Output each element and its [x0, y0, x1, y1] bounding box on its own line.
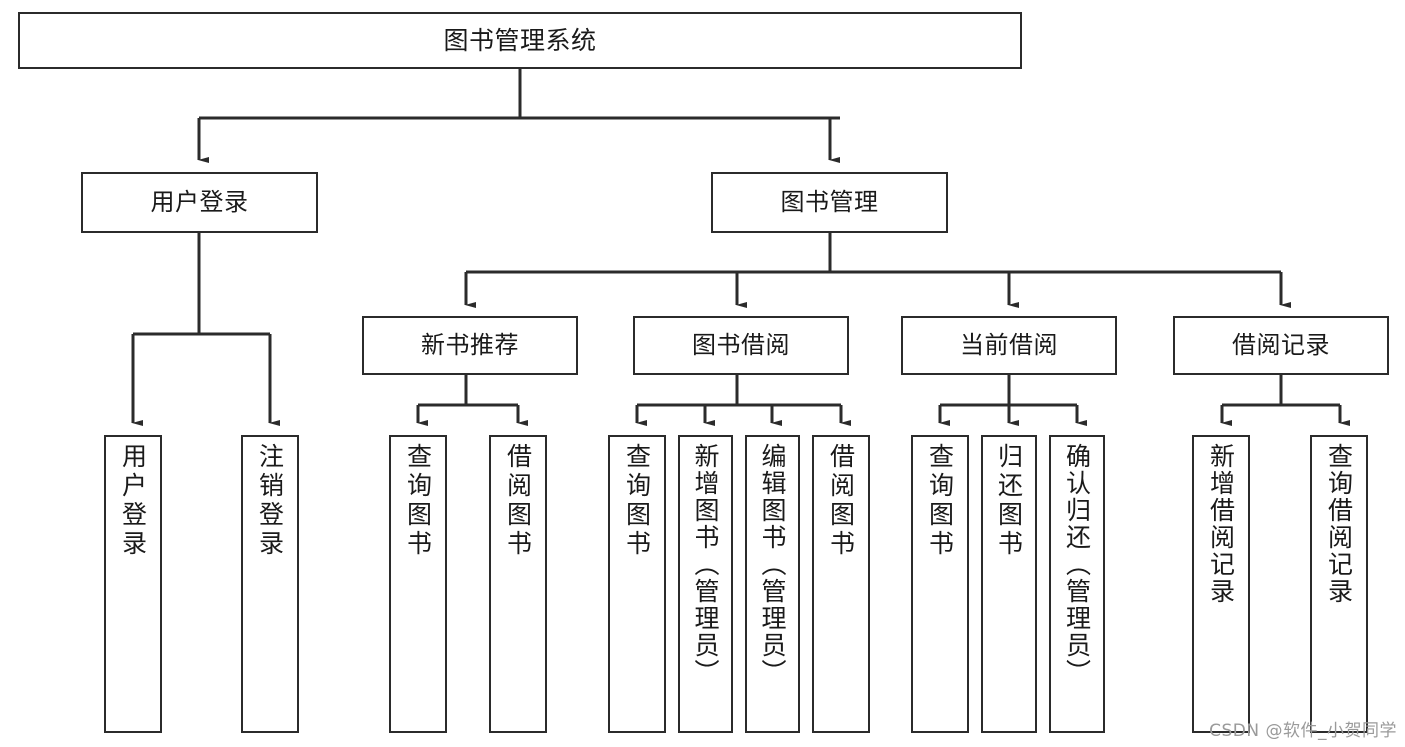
- node-book-borrow[interactable]: 图书借阅: [633, 316, 849, 375]
- leaf-current-query-book[interactable]: 查询图书: [911, 435, 969, 733]
- leaf-borrow-borrow-book[interactable]: 借阅图书: [812, 435, 870, 733]
- leaf-current-confirm-return-admin[interactable]: 确认归还（管理员）: [1049, 435, 1105, 733]
- watermark-text: CSDN @软件_小贺同学: [1209, 721, 1397, 741]
- node-label: 图书借阅: [692, 331, 790, 360]
- node-label: 新书推荐: [421, 331, 519, 360]
- node-label: 归还图书: [994, 443, 1024, 559]
- leaf-records-add-record[interactable]: 新增借阅记录: [1192, 435, 1250, 733]
- leaf-user-login-logout[interactable]: 注销登录: [241, 435, 299, 733]
- leaf-records-query-record[interactable]: 查询借阅记录: [1310, 435, 1368, 733]
- node-label: 当前借阅: [960, 331, 1058, 360]
- leaf-user-login-login[interactable]: 用户登录: [104, 435, 162, 733]
- leaf-borrow-query-book[interactable]: 查询图书: [608, 435, 666, 733]
- leaf-borrow-edit-book-admin[interactable]: 编辑图书（管理员）: [745, 435, 800, 733]
- leaf-current-return-book[interactable]: 归还图书: [981, 435, 1037, 733]
- node-label: 借阅图书: [826, 443, 856, 559]
- node-label: 查询借阅记录: [1324, 443, 1354, 605]
- node-label: 新增图书（管理员）: [691, 443, 720, 686]
- node-label: 查询图书: [925, 443, 955, 559]
- node-label: 用户登录: [118, 443, 148, 559]
- node-label: 确认归还（管理员）: [1062, 443, 1092, 686]
- leaf-new-book-query[interactable]: 查询图书: [389, 435, 447, 733]
- node-current-borrow[interactable]: 当前借阅: [901, 316, 1117, 375]
- leaf-borrow-add-book-admin[interactable]: 新增图书（管理员）: [678, 435, 733, 733]
- node-borrow-records[interactable]: 借阅记录: [1173, 316, 1389, 375]
- node-label: 编辑图书（管理员）: [758, 443, 787, 686]
- node-book-management[interactable]: 图书管理: [711, 172, 948, 233]
- node-root-library-system[interactable]: 图书管理系统: [18, 12, 1022, 69]
- node-label: 用户登录: [150, 188, 249, 217]
- node-label: 借阅图书: [503, 443, 533, 559]
- node-label: 查询图书: [622, 443, 652, 559]
- node-label: 新增借阅记录: [1206, 443, 1236, 605]
- node-label: 图书管理: [780, 188, 879, 217]
- node-label: 注销登录: [255, 443, 285, 559]
- node-label: 借阅记录: [1232, 331, 1330, 360]
- node-label: 查询图书: [403, 443, 433, 559]
- leaf-new-book-borrow[interactable]: 借阅图书: [489, 435, 547, 733]
- node-label: 图书管理系统: [443, 25, 597, 55]
- node-user-login[interactable]: 用户登录: [81, 172, 318, 233]
- node-new-book-recommend[interactable]: 新书推荐: [362, 316, 578, 375]
